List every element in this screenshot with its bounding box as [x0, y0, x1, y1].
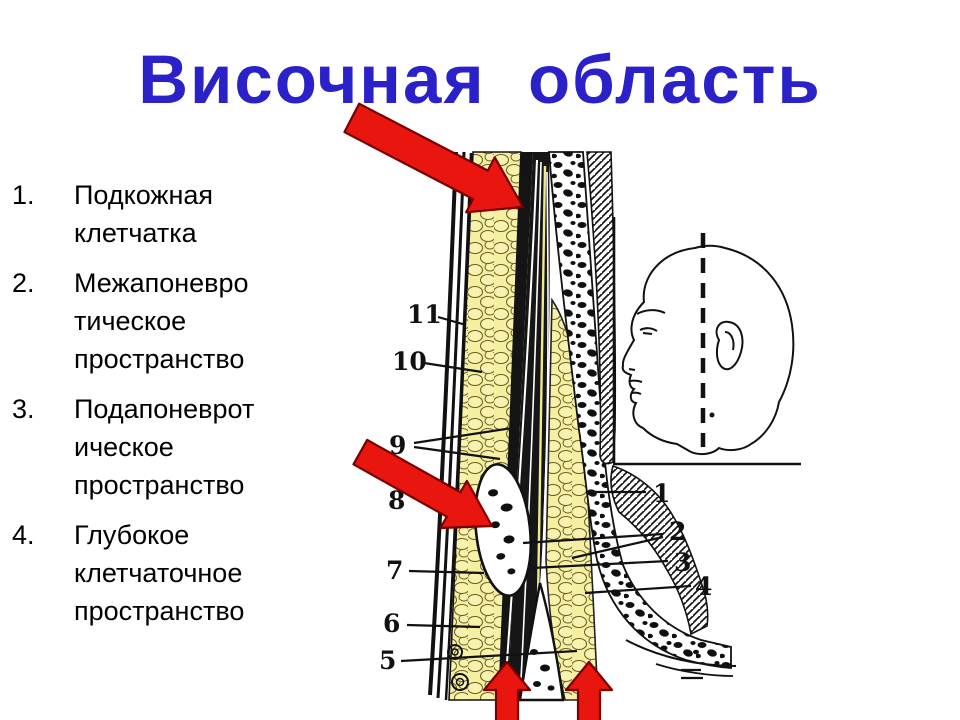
skin-layer-lines — [428, 151, 473, 701]
muscle-insertion-tent — [518, 582, 565, 702]
label-1: 1 — [587, 479, 670, 508]
item-line: пространство — [74, 344, 245, 374]
red-arrow-bottom-left — [482, 660, 532, 720]
eyebrow — [636, 309, 666, 315]
label-9: 9 — [389, 426, 513, 461]
item-line: клетчаточное — [74, 558, 243, 588]
red-arrow-bottom-right — [564, 660, 614, 720]
item-line: Глубокое — [74, 520, 190, 550]
label-4: 4 — [584, 572, 712, 601]
svg-text:7: 7 — [386, 556, 403, 585]
label-6: 6 — [383, 609, 481, 638]
ear — [715, 320, 744, 371]
svg-text:4: 4 — [695, 572, 712, 601]
item-line: клетчатка — [74, 218, 197, 248]
item-line: Подапоневрот — [74, 394, 255, 424]
label-2: 2 — [522, 517, 686, 560]
list-item: 1. Подкожная клетчатка — [12, 176, 342, 252]
figure-labels: 11 10 9 8 7 6 5 — [379, 300, 712, 675]
svg-text:10: 10 — [392, 347, 427, 376]
svg-text:5: 5 — [379, 646, 396, 675]
svg-text:1: 1 — [653, 479, 670, 508]
item-number: 4. — [12, 520, 35, 550]
svg-text:11: 11 — [407, 300, 442, 329]
item-text: Подкожная клетчатка — [74, 176, 213, 252]
item-line: Подкожная — [74, 180, 214, 210]
item-line: тическое — [74, 306, 187, 336]
item-text: Глубокое клетчаточное пространство — [74, 516, 244, 630]
label-11: 11 — [407, 300, 467, 329]
slide-title: Височная область — [138, 41, 822, 118]
red-arrows — [343, 102, 614, 720]
svg-text:9: 9 — [389, 431, 406, 460]
label-8: 8 — [388, 486, 405, 515]
red-arrow-top — [343, 102, 525, 214]
item-number: 1. — [12, 180, 35, 210]
red-arrow-middle — [352, 438, 494, 530]
label-3: 3 — [531, 548, 691, 577]
list-item: 4. Глубокое клетчаточное пространство — [12, 516, 342, 630]
svg-text:8: 8 — [388, 486, 405, 515]
svg-text:2: 2 — [669, 517, 686, 546]
label-5: 5 — [379, 646, 578, 675]
temporal-layers-section — [428, 151, 737, 702]
ear-inner — [724, 331, 735, 351]
list-item: 3. Подапоневрот ическое пространство — [12, 390, 342, 504]
list-item: 2. Межапоневро тическое пространство — [12, 264, 342, 378]
label-10: 10 — [392, 347, 483, 376]
nostril — [628, 368, 636, 371]
svg-text:3: 3 — [674, 548, 691, 577]
item-line: ическое — [74, 432, 174, 462]
lips — [629, 379, 643, 395]
item-number: 3. — [12, 394, 35, 424]
item-line: Межапоневро — [74, 268, 249, 298]
skull-base-curves — [625, 639, 737, 680]
numbered-list: 1. Подкожная клетчатка 2. Межапоневро ти… — [12, 176, 342, 642]
eye — [639, 327, 658, 335]
skin-dot — [709, 412, 715, 418]
item-number: 2. — [12, 268, 35, 298]
item-line: пространство — [74, 470, 245, 500]
item-text: Подапоневрот ическое пространство — [74, 390, 254, 504]
svg-text:6: 6 — [383, 609, 400, 638]
item-line: пространство — [74, 596, 245, 626]
interfascial-oval — [473, 463, 533, 597]
bone-crescent-hatch — [610, 464, 709, 636]
item-text: Межапоневро тическое пространство — [74, 264, 249, 378]
head-inset — [612, 217, 801, 466]
head-profile — [621, 244, 795, 456]
inset-frame — [612, 217, 801, 466]
label-7: 7 — [386, 556, 485, 585]
